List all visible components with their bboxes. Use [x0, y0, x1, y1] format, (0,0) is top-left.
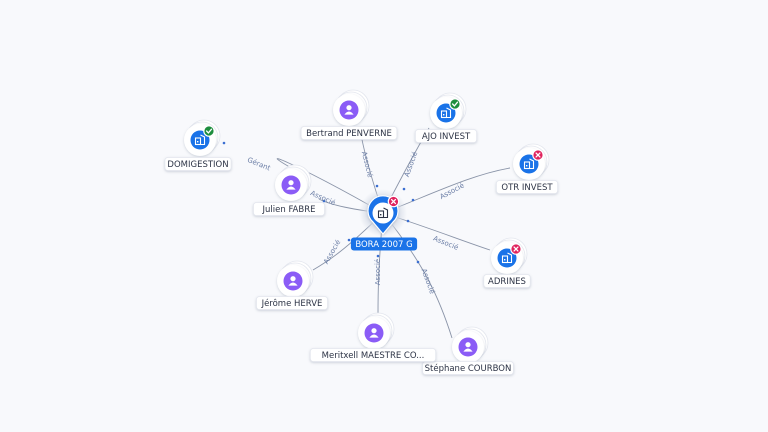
center-label-bg	[350, 237, 418, 251]
person-icon	[364, 323, 384, 343]
node-jerome[interactable]: Jérôme HERVE	[256, 260, 328, 310]
close-icon	[390, 198, 397, 205]
edge-arrow	[411, 198, 415, 202]
node-julien-label: Julien FABRE	[262, 205, 316, 215]
node-domigestion[interactable]: DOMIGESTION	[164, 119, 232, 171]
node-adrines-label-bg	[483, 274, 531, 288]
close-icon	[513, 246, 519, 252]
edge-label: Associé	[432, 234, 460, 251]
status-badge-error	[532, 149, 544, 161]
edge-arrow	[322, 199, 326, 203]
node-meritxell-label-bg	[309, 348, 437, 362]
edge-arrow	[416, 260, 420, 264]
building-icon	[377, 207, 389, 219]
edge-label: Associé	[438, 181, 465, 200]
edge-arrow	[406, 219, 410, 223]
node-adrines-label: ADRINES	[488, 277, 526, 287]
node-otr[interactable]: OTR INVEST	[495, 143, 559, 194]
node-domigestion-label: DOMIGESTION	[167, 160, 228, 170]
edge-arrow	[402, 187, 406, 191]
node-stephane-label-bg	[422, 361, 514, 375]
edge-label: Associé	[360, 151, 374, 179]
node-stephane[interactable]: Stéphane COURBON	[422, 326, 514, 375]
node-jerome-label-bg	[256, 296, 328, 310]
node-otr-label-bg	[495, 180, 559, 194]
node-julien[interactable]: Julien FABRE	[253, 164, 325, 216]
edge-label: Associé	[420, 268, 437, 296]
edge-arrow	[376, 254, 380, 258]
edge-arrow	[347, 238, 351, 242]
close-icon	[535, 152, 541, 158]
check-icon	[451, 101, 459, 107]
person-icon	[458, 337, 478, 357]
person-icon	[283, 271, 303, 291]
node-ajo-label: AJO INVEST	[422, 132, 471, 142]
node-ajo[interactable]: AJO INVEST	[414, 92, 478, 143]
center-node[interactable]: BORA 2007 G	[350, 189, 418, 251]
node-ajo-label-bg	[414, 129, 478, 143]
node-domigestion-label-bg	[164, 157, 232, 171]
status-badge-error	[387, 195, 400, 208]
node-otr-label: OTR INVEST	[501, 183, 553, 193]
node-adrines[interactable]: ADRINES	[483, 237, 531, 288]
node-meritxell[interactable]: Meritxell MAESTRE CO...	[309, 312, 437, 362]
node-jerome-label: Jérôme HERVE	[261, 298, 323, 309]
building-icon	[436, 103, 456, 123]
node-stephane-label: Stéphane COURBON	[425, 363, 512, 374]
edge-label: Associé	[374, 259, 382, 285]
node-julien-label-bg	[253, 202, 325, 216]
status-badge-ok	[449, 98, 461, 110]
status-badge-ok	[203, 125, 215, 137]
check-icon	[205, 128, 213, 134]
edge-line	[276, 158, 384, 214]
building-icon	[497, 248, 517, 268]
node-meritxell-label: Meritxell MAESTRE CO...	[322, 351, 425, 361]
node-bertrand[interactable]: Bertrand PENVERNE	[300, 89, 398, 140]
nodes-layer: DOMIGESTION Julien FABRE Bertrand PENVERNE…	[164, 89, 559, 375]
status-badge-error	[510, 243, 522, 255]
person-icon	[339, 100, 359, 120]
node-bertrand-label: Bertrand PENVERNE	[306, 129, 392, 139]
edge-arrow	[375, 184, 379, 188]
building-icon	[519, 154, 539, 174]
center-label: BORA 2007 G	[355, 240, 412, 250]
edge-arrow	[222, 141, 226, 145]
person-icon	[281, 175, 301, 195]
edge-label: Associé	[403, 151, 420, 179]
building-icon	[190, 130, 210, 150]
edge-label: Gérant	[246, 156, 272, 173]
node-bertrand-label-bg	[300, 126, 398, 140]
